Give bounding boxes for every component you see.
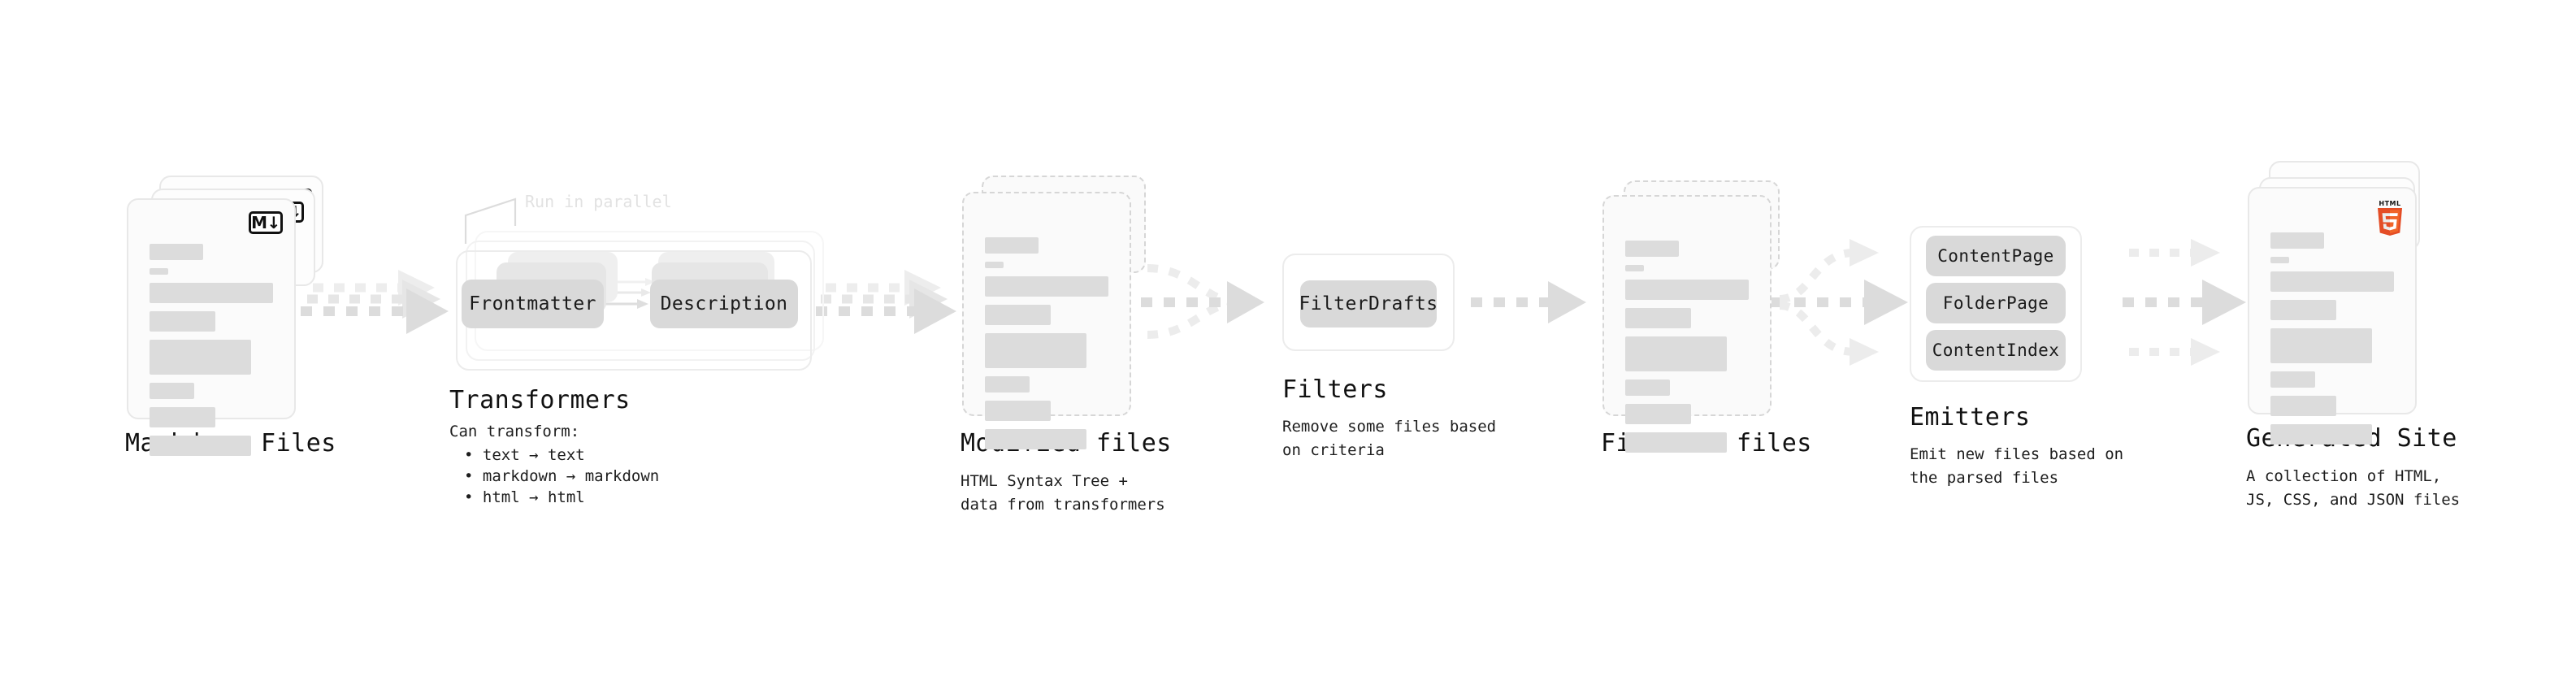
skeleton-bar (985, 429, 1086, 449)
transformers-bullet-1: • markdown → markdown (464, 467, 660, 485)
skeleton-bar (1625, 308, 1691, 328)
emitter-chip-contentindex[interactable]: ContentIndex (1926, 330, 2066, 371)
filtered-card-front (1602, 195, 1772, 453)
skeleton-bar (2270, 232, 2324, 249)
stage-title-filters: Filters (1282, 375, 1388, 404)
generated-card-html: HTML (2248, 187, 2417, 445)
modified-card-front (962, 192, 1131, 449)
skeleton-bar (985, 376, 1030, 393)
skeleton-bar (1625, 432, 1727, 453)
html5-icon: HTML (2376, 200, 2404, 236)
generated-skeleton (2270, 232, 2394, 453)
transformers-bullet-0: • text → text (464, 446, 585, 464)
connector-emitters-to-site (2123, 239, 2246, 366)
filter-chip-filterdrafts[interactable]: FilterDrafts (1299, 280, 1438, 327)
filters-subtitle: Remove some files based on criteria (1282, 418, 1497, 459)
stage-title-transformers: Transformers (449, 386, 631, 414)
connector-markdown-to-transformers (301, 270, 449, 334)
emitter-chip-contentpage[interactable]: ContentPage (1926, 236, 2066, 276)
transformer-chip-description[interactable]: Description (650, 280, 798, 328)
skeleton-bar (985, 305, 1051, 325)
filtered-skeleton (1625, 241, 1749, 461)
skeleton-bar (2270, 371, 2315, 388)
modified-skeleton (985, 237, 1108, 458)
markdown-card-front: M↓ (127, 198, 296, 456)
emitters-subtitle: Emit new files based on the parsed files (1910, 445, 2124, 487)
skeleton-bar (1625, 241, 1679, 257)
stage-title-emitters: Emitters (1910, 403, 2031, 432)
generated-site-subtitle: A collection of HTML, JS, CSS, and JSON … (2246, 467, 2461, 509)
connector-filtered-to-emitters (1772, 239, 1908, 366)
skeleton-bar (2270, 271, 2394, 292)
skeleton-bar (2270, 257, 2289, 263)
skeleton-bar (985, 237, 1039, 254)
skeleton-bar (150, 383, 194, 399)
skeleton-bar (2270, 328, 2372, 363)
skeleton-bar (150, 407, 215, 427)
transformers-subtitle-head: Can transform: (449, 423, 580, 440)
skeleton-bar (2270, 424, 2372, 445)
transformer-layer-front (456, 250, 812, 371)
skeleton-bar (985, 262, 1004, 268)
emitters-group (1910, 226, 2082, 382)
skeleton-bar (1625, 265, 1644, 271)
markdown-badge-front: M↓ (249, 211, 283, 234)
modified-files-subtitle: HTML Syntax Tree + data from transformer… (961, 472, 1165, 514)
skeleton-bar (985, 276, 1108, 297)
skeleton-bar (1625, 336, 1727, 371)
skeleton-bar (1625, 404, 1691, 424)
markdown-skeleton (150, 244, 273, 464)
skeleton-bar (2270, 396, 2336, 416)
transformer-chip-frontmatter[interactable]: Frontmatter (462, 280, 604, 328)
connector-modified-to-filters (1141, 264, 1264, 339)
skeleton-bar (150, 268, 168, 275)
filters-group (1282, 254, 1455, 351)
skeleton-bar (985, 333, 1086, 368)
skeleton-bar (1625, 380, 1670, 396)
transformers-bullet-2: • html → html (464, 488, 585, 506)
skeleton-bar (1625, 280, 1749, 300)
skeleton-bar (985, 401, 1051, 421)
skeleton-bar (150, 436, 251, 456)
connector-filters-to-filtered (1471, 281, 1586, 323)
connector-transformers-to-modified (816, 270, 956, 334)
run-in-parallel-note: Run in parallel (525, 192, 672, 211)
skeleton-bar (150, 244, 203, 260)
skeleton-bar (150, 340, 251, 375)
emitter-chip-folderpage[interactable]: FolderPage (1926, 283, 2066, 323)
skeleton-bar (150, 283, 273, 303)
skeleton-bar (2270, 300, 2336, 320)
skeleton-bar (150, 311, 215, 332)
